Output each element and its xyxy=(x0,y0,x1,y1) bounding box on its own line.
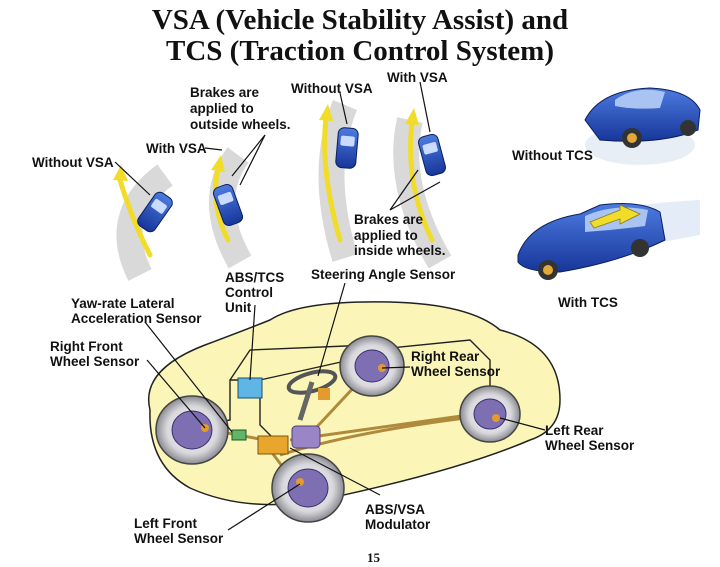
label-abs-tcs-unit-line2: Control xyxy=(225,285,273,300)
label-brakes-outside-line3: outside wheels. xyxy=(190,117,291,132)
label-without-vsa-right: Without VSA xyxy=(291,81,373,96)
label-abs-tcs-unit-line1: ABS/TCS xyxy=(225,270,285,285)
label-yaw-rate-line1: Yaw-rate Lateral xyxy=(71,296,175,311)
tcs-without-car xyxy=(584,87,701,165)
title-line-2: TCS (Traction Control System) xyxy=(166,35,554,67)
label-brakes-outside-line2: applied to xyxy=(190,101,254,116)
tcs-with-car xyxy=(517,200,700,280)
label-steering-angle-sensor: Steering Angle Sensor xyxy=(311,267,456,282)
label-with-tcs: With TCS xyxy=(558,295,618,310)
label-left-front-line2: Wheel Sensor xyxy=(134,531,224,546)
title-line-1: VSA (Vehicle Stability Assist) and xyxy=(151,4,569,36)
label-abs-tcs-unit-line3: Unit xyxy=(225,300,252,315)
yaw-rate-sensor-box xyxy=(231,429,247,441)
small-car-without-vsa-right xyxy=(335,127,359,169)
label-left-rear-line1: Left Rear xyxy=(545,423,604,438)
label-brakes-inside-line2: applied to xyxy=(354,228,418,243)
label-with-vsa-left: With VSA xyxy=(146,141,207,156)
page-number: 15 xyxy=(367,550,380,565)
label-right-rear-line1: Right Rear xyxy=(411,349,480,364)
small-car-with-vsa-right xyxy=(418,133,446,177)
label-left-front-line1: Left Front xyxy=(134,516,197,531)
label-brakes-inside-line1: Brakes are xyxy=(354,212,424,227)
small-car-without-vsa-left xyxy=(137,191,173,233)
abs-tcs-control-unit-box xyxy=(237,377,263,399)
right-rear-wheel xyxy=(339,335,405,397)
component-callout-lines xyxy=(144,282,546,531)
label-right-rear-line2: Wheel Sensor xyxy=(411,364,501,379)
steering-column xyxy=(286,369,338,421)
label-yaw-rate-line2: Acceleration Sensor xyxy=(71,311,202,326)
left-rear-wheel xyxy=(459,385,521,443)
label-without-tcs: Without TCS xyxy=(512,148,593,163)
label-left-rear-line2: Wheel Sensor xyxy=(545,438,635,453)
label-brakes-inside-line3: inside wheels. xyxy=(354,243,446,258)
label-abs-vsa-modulator-line1: ABS/VSA xyxy=(365,502,426,517)
label-abs-vsa-modulator-line2: Modulator xyxy=(365,517,431,532)
left-front-wheel xyxy=(271,453,345,523)
abs-vsa-modulator-unit xyxy=(257,425,321,455)
label-brakes-outside-line1: Brakes are xyxy=(190,85,260,100)
vsa-callout-lines xyxy=(114,81,441,211)
label-right-front-line1: Right Front xyxy=(50,339,123,354)
label-right-front-line2: Wheel Sensor xyxy=(50,354,140,369)
label-without-vsa-left: Without VSA xyxy=(32,155,114,170)
label-with-vsa-right: With VSA xyxy=(387,70,448,85)
small-car-with-vsa-left xyxy=(212,183,244,227)
right-front-wheel xyxy=(155,395,229,465)
trajectory-arrows xyxy=(113,104,435,258)
